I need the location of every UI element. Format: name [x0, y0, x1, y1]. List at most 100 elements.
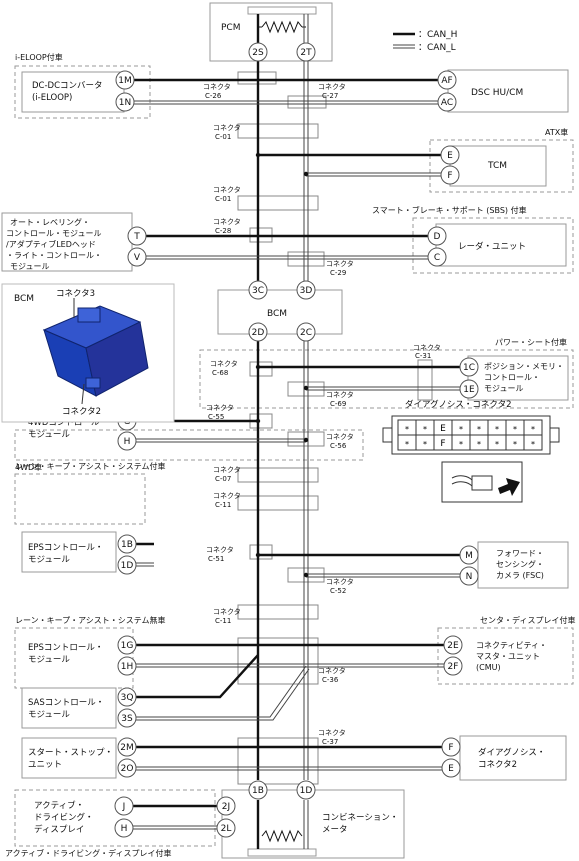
splice-points	[255, 152, 309, 578]
connector-c55-label-1: コネクタ	[206, 403, 234, 412]
connector-c01a-label-2: C-01	[215, 133, 231, 141]
pin-bcm-bot-h-label: 2D	[252, 328, 265, 338]
group-atx-label: ATX車	[545, 127, 568, 137]
pin-alc-h	[127, 226, 147, 246]
connector-c56-label-1: コネクタ	[326, 432, 354, 441]
connector-c69-label-1: コネクタ	[326, 390, 354, 399]
pin-meter-l-label: 1D	[300, 786, 313, 796]
connector-c01b-label-1: コネクタ	[213, 185, 241, 194]
dlc-pin-label: *	[513, 425, 517, 434]
group-sbs-label: スマート・ブレーキ・サポート (SBS) 付車	[372, 205, 527, 215]
dlc-pin-label: *	[405, 440, 409, 449]
alc-label-4: ・ライト・コントロール・	[6, 251, 102, 260]
pin-cmu-l	[443, 656, 463, 676]
dlc-inset-grid: **E*******F*****	[397, 419, 543, 451]
connector-c07-label-1: コネクタ	[213, 465, 241, 474]
group-lkas-without-frame	[14, 627, 134, 689]
connector-c51-label-2: C-51	[208, 555, 224, 563]
connector-c27-label-1: コネクタ	[318, 82, 346, 91]
splice-dot	[255, 552, 261, 558]
pin-ads-h	[114, 796, 134, 816]
connector-c11b-label-2: C-11	[215, 617, 231, 625]
connector-c56-label-2: C-56	[330, 442, 347, 450]
pin-tcm-h	[440, 145, 460, 165]
dlc2-label-1: ダイアグノシス・	[478, 747, 545, 758]
pin-dcdc-l-label: 1N	[119, 98, 131, 108]
pin-cmu-l-label: 2F	[448, 662, 459, 672]
dlc2-label-2: コネクタ2	[478, 760, 517, 770]
pin-pcm-l-label: 2T	[300, 48, 312, 58]
eps2-label-1: EPSコントロール・	[28, 643, 103, 653]
dlc-pin-label: *	[459, 425, 463, 434]
pin-cmu-h	[443, 635, 463, 655]
splice-dot	[303, 385, 309, 391]
connector-c01b-shell	[237, 195, 319, 211]
pin-dcdc-h-label: 1M	[118, 76, 132, 86]
pin-dsc-l-label: AC	[441, 98, 453, 108]
bcm-label: BCM	[267, 309, 287, 319]
splice-dot	[303, 437, 309, 443]
connector-labels: コネクタ C-26 コネクタ C-27 コネクタ C-01 コネクタ C-01 …	[203, 82, 441, 746]
connector-c68-label-2: C-68	[212, 369, 228, 377]
group-center-display-frame	[437, 627, 574, 685]
connector-c69-label-2: C-69	[330, 400, 346, 408]
startstop-box	[21, 737, 117, 779]
pin-ss-h	[117, 737, 137, 757]
connector-c01b-label-2: C-01	[215, 195, 231, 203]
combimeter-box	[221, 789, 405, 859]
dlc-pin-label: *	[531, 425, 535, 434]
pin-sas-l	[117, 708, 137, 728]
connector-c07-label-2: C-07	[215, 475, 231, 483]
connector-c36-label-2: C-36	[322, 676, 339, 684]
pin-dlc-h	[441, 737, 461, 757]
pin-eps1-h-label: 1B	[121, 540, 133, 550]
pin-tcm-l-label: F	[447, 171, 452, 181]
sas-label-2: モジュール	[28, 710, 70, 720]
connector-c07-shell	[237, 467, 319, 483]
pin-ss-l-label: 2O	[121, 764, 134, 774]
connector-c55-label-2: C-55	[208, 413, 224, 421]
pin-pos-h-label: 1C	[463, 363, 475, 373]
group-powerseat-frame	[199, 349, 574, 409]
dcdc-box	[21, 71, 125, 113]
pin-dcdc-h	[115, 70, 135, 90]
sas-box	[21, 687, 117, 729]
pin-alc-l-label: V	[134, 253, 141, 263]
eps2-label-2: モジュール	[28, 655, 70, 665]
dlc-pin-label: *	[531, 440, 535, 449]
legend-can-h-label: ：CAN_H	[418, 30, 457, 40]
splice-dot	[303, 572, 309, 578]
pin-pos-l	[459, 379, 479, 399]
pin-meter-l	[296, 780, 316, 800]
pin-pcm-h	[248, 42, 268, 62]
pin-tcm-h-label: E	[447, 151, 453, 161]
fsc-label-3: カメラ (FSC)	[496, 571, 544, 580]
connector-c68-shell	[249, 361, 273, 377]
pin-eps2-h	[117, 635, 137, 655]
cmu-label-1: コネクティビティ・	[476, 641, 547, 650]
pcm-terminator-cap	[247, 6, 317, 15]
alc-label-3: /アダプティブLEDヘッド	[6, 239, 96, 249]
position-label-2: コントロール・	[484, 373, 540, 382]
connector-c11b-label-1: コネクタ	[213, 607, 241, 616]
dlc-pin-label: *	[423, 425, 427, 434]
pin-eps2-l-label: 1H	[121, 662, 134, 672]
fsc-label-2: センシング・	[496, 559, 544, 569]
group-4wd-label: 4WD車	[15, 462, 42, 472]
pin-eps1-l-label: 1D	[121, 561, 134, 571]
pin-eps1-h	[117, 534, 137, 554]
connector-c28-label-1: コネクタ	[213, 217, 241, 226]
pin-sas-h-label: 3Q	[121, 693, 134, 703]
connector-c68-label-1: コネクタ	[210, 359, 238, 368]
position-label-3: モジュール	[484, 384, 523, 393]
pin-radar-l	[427, 247, 447, 267]
group-lkas-without-label: レーン・キープ・アシスト・システム無車	[15, 615, 166, 625]
eps1-box	[21, 531, 117, 573]
meter-terminating-resistor	[261, 829, 303, 843]
startstop-label-1: スタート・ストップ・	[28, 748, 113, 758]
bcm-inset-conn3-label: コネクタ3	[56, 289, 95, 299]
connector-c26-label-1: コネクタ	[203, 82, 231, 91]
pin-ss-l	[117, 758, 137, 778]
pin-radar-l-label: C	[434, 253, 440, 263]
pin-sas-l-label: 3S	[121, 714, 133, 724]
